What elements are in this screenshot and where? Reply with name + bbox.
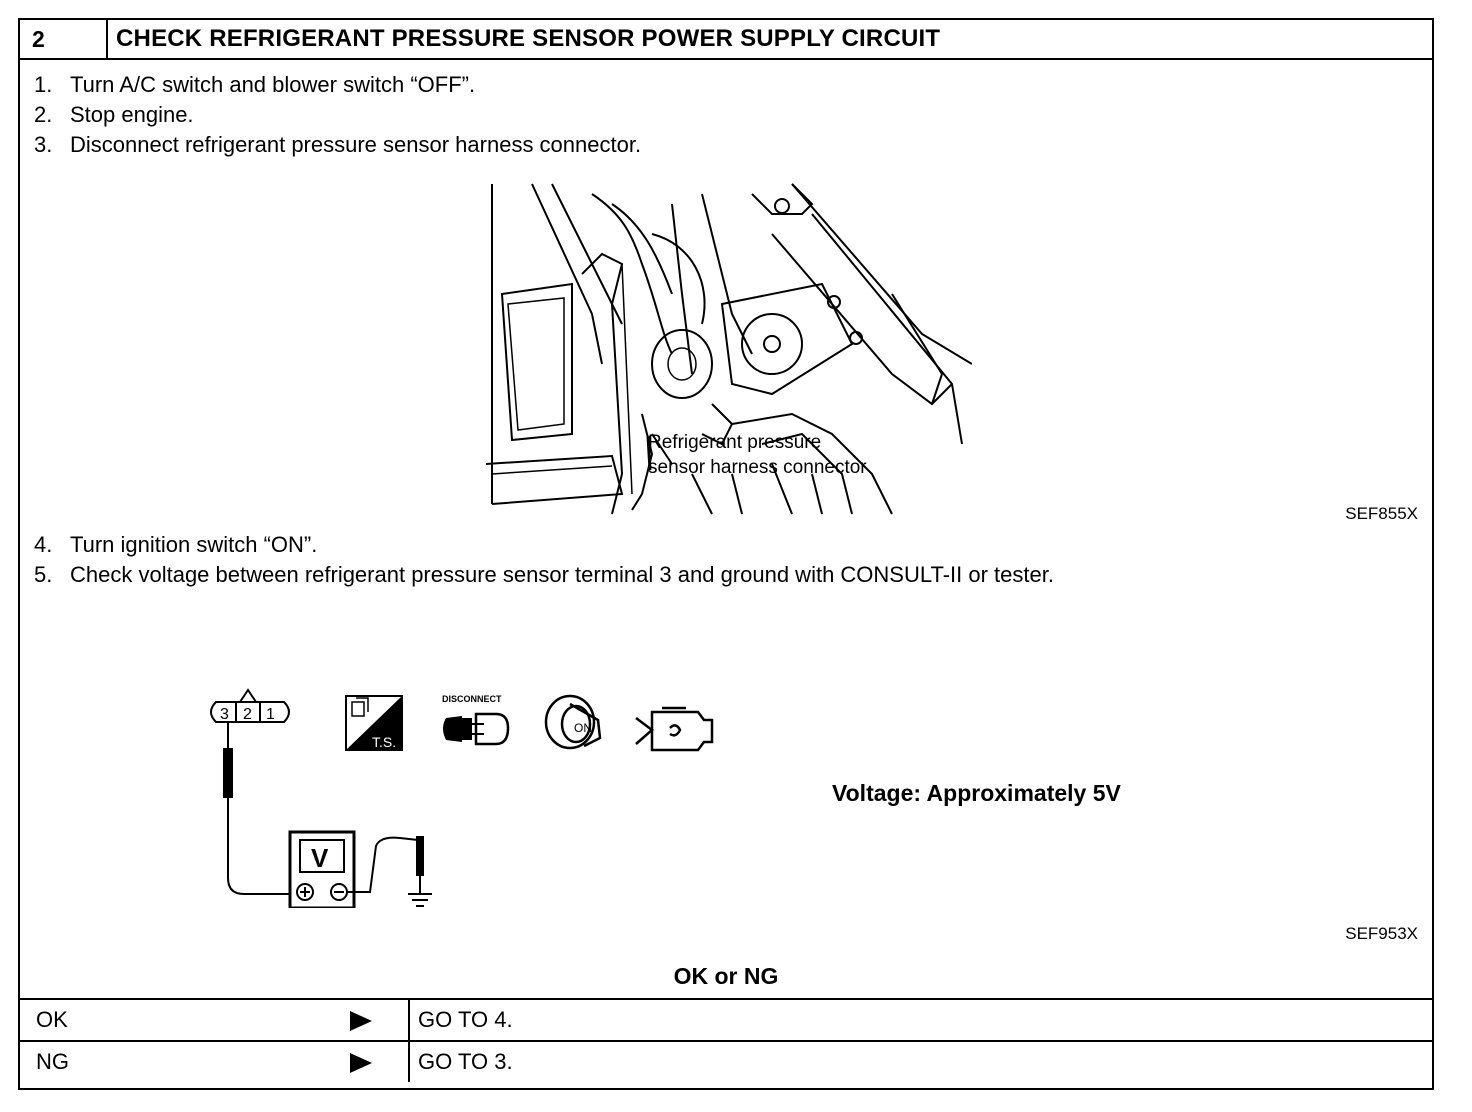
figure2-id: SEF953X [1345, 924, 1418, 943]
instruction-list-b: 4.Turn ignition switch “ON”. 5.Check vol… [34, 530, 1054, 590]
ts-icon [345, 695, 403, 751]
voltmeter-icon [288, 830, 356, 908]
result-label: OK [36, 1007, 68, 1032]
ground-icon [408, 893, 432, 907]
instruction-item: 2.Stop engine. [34, 102, 194, 127]
figure1-callout: Refrigerant pressure [648, 432, 822, 453]
terminal-1: 1 [266, 706, 275, 723]
result-row-ok: OK GO TO 4. [20, 998, 1432, 1040]
connector-icon [210, 688, 290, 723]
instruction-item: 1.Turn A/C switch and blower switch “OFF… [34, 72, 476, 97]
result-label: NG [36, 1049, 69, 1074]
terminal-2: 2 [243, 706, 252, 723]
ignition-key-icon [544, 694, 602, 750]
disconnect-icon [443, 712, 510, 746]
result-action-link[interactable]: GO TO 3. [408, 1042, 513, 1082]
meter-label: V [311, 843, 329, 873]
instruction-item: 4.Turn ignition switch “ON”. [34, 532, 318, 557]
ignition-label: ON [574, 721, 592, 735]
procedure-frame: 2 CHECK REFRIGERANT PRESSURE SENSOR POWE… [18, 18, 1434, 1090]
result-action-link[interactable]: GO TO 4. [408, 1000, 513, 1040]
arrow-right-icon [350, 1011, 372, 1031]
result-row-ng: NG GO TO 3. [20, 1040, 1432, 1082]
ts-label: T.S. [372, 734, 396, 750]
figure1-id: SEF855X [1345, 504, 1418, 523]
arrow-right-icon [350, 1053, 372, 1073]
instruction-list-a: 1.Turn A/C switch and blower switch “OFF… [34, 70, 641, 160]
step-title: CHECK REFRIGERANT PRESSURE SENSOR POWER … [116, 25, 941, 52]
expected-voltage: Voltage: Approximately 5V [832, 780, 1121, 806]
engine-bay-illustration [485, 183, 972, 515]
disconnect-label: DISCONNECT [442, 694, 502, 704]
step-header: 2 CHECK REFRIGERANT PRESSURE SENSOR POWE… [20, 20, 1432, 60]
instruction-item: 3.Disconnect refrigerant pressure sensor… [34, 132, 642, 157]
figure1-callout: sensor harness connector [648, 457, 867, 478]
step-number: 2 [20, 20, 108, 58]
engine-icon [635, 706, 714, 752]
voltage-test-diagram: 3 2 1 V T.S. [210, 688, 714, 908]
instruction-item: 5.Check voltage between refrigerant pres… [34, 562, 1054, 587]
okng-title: OK or NG [673, 963, 779, 989]
terminal-3: 3 [220, 706, 229, 723]
